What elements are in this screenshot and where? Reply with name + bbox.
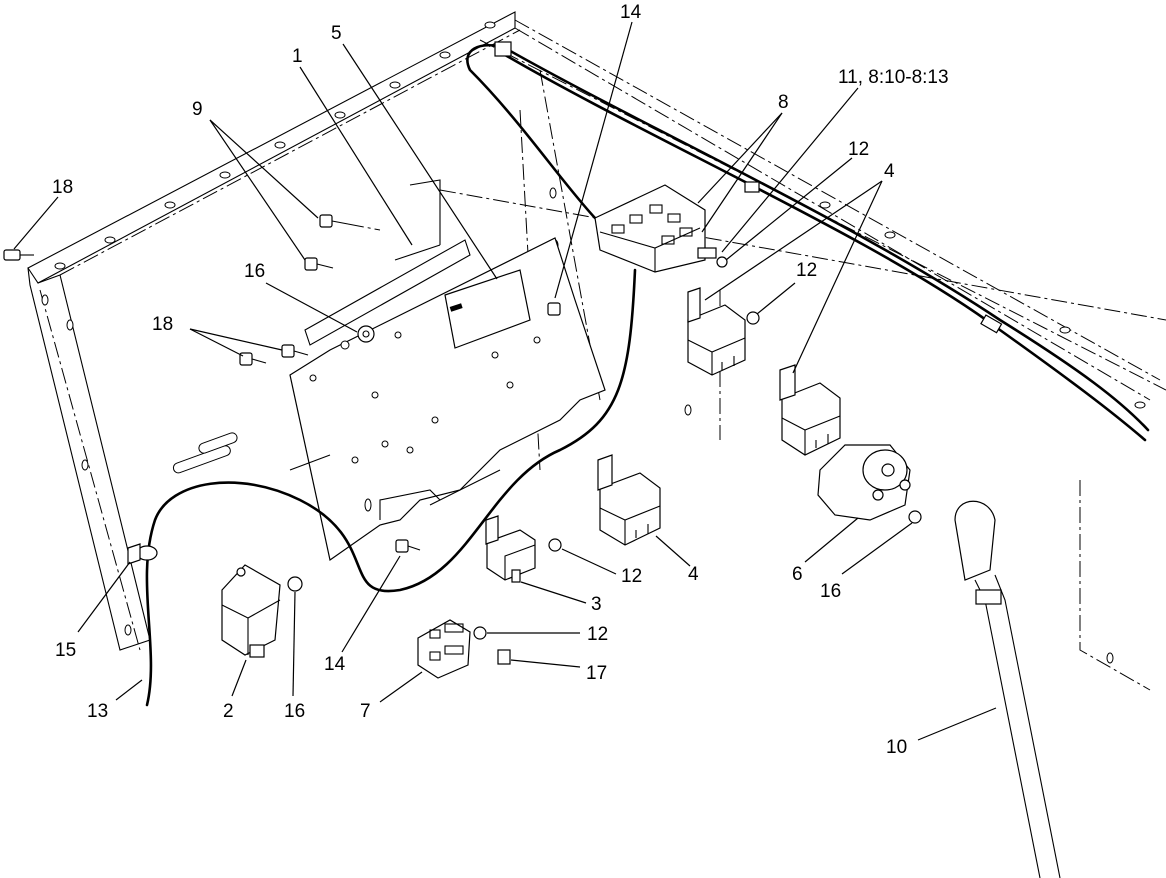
svg-text:18: 18: [52, 177, 73, 198]
callout-14-top: 14: [554, 2, 642, 299]
clip-15: [127, 543, 141, 565]
svg-text:6: 6: [792, 564, 803, 585]
svg-text:14: 14: [324, 654, 346, 675]
svg-text:9: 9: [192, 99, 203, 120]
callouts: 1 5 9 18 16 18 14: [13, 2, 997, 758]
svg-text:14: 14: [620, 2, 642, 23]
left-frame-panel: [27, 11, 1161, 651]
screw-18-top: [3, 249, 34, 261]
fasteners: [3, 214, 760, 592]
callout-18-top: 18: [13, 177, 73, 250]
callout-10: 10: [886, 707, 997, 758]
svg-text:2: 2: [223, 701, 234, 722]
relay-middle: [779, 364, 841, 456]
callout-15: 15: [55, 561, 131, 661]
svg-text:7: 7: [360, 701, 371, 722]
relay-upper: [687, 287, 746, 376]
mounting-plate: [289, 179, 606, 562]
connector-block: [594, 184, 728, 273]
screw-14-bottom: [395, 539, 421, 553]
callout-13: 13: [87, 679, 143, 722]
decal: [444, 269, 531, 349]
callout-14-bottom: 14: [324, 555, 401, 675]
nut-12-right: [746, 311, 760, 325]
svg-text:12: 12: [796, 260, 817, 281]
callout-17: 17: [510, 659, 607, 684]
callout-1: 1: [292, 46, 413, 246]
screw-18-left-a: [239, 352, 267, 366]
nut-16-top: [357, 325, 375, 343]
svg-text:10: 10: [886, 737, 907, 758]
screw-18-left-b: [281, 344, 309, 358]
callout-16-right: 16: [820, 522, 913, 602]
callout-4-top: 4: [704, 161, 895, 374]
svg-text:8: 8: [778, 92, 789, 113]
callout-6: 6: [792, 517, 859, 585]
svg-text:12: 12: [848, 139, 869, 160]
svg-text:4: 4: [884, 161, 895, 182]
svg-text:12: 12: [621, 566, 642, 587]
svg-text:12: 12: [587, 624, 608, 645]
callout-12-lower: 12: [561, 548, 642, 587]
svg-text:16: 16: [284, 701, 305, 722]
callout-12-right: 12: [756, 260, 817, 315]
screw-14-top: [547, 302, 561, 316]
screw-9-lower: [304, 257, 334, 271]
svg-text:17: 17: [586, 663, 607, 684]
callout-11: 11, 8:10-8:13: [721, 67, 949, 253]
callout-8: 8: [697, 92, 789, 233]
callout-12-top: 12: [725, 139, 869, 261]
callout-16-top: 16: [244, 261, 358, 333]
callout-2: 2: [223, 659, 247, 722]
svg-text:1: 1: [292, 46, 303, 67]
frame-holes: [41, 21, 496, 636]
relay-lower: [597, 454, 661, 546]
solenoid: [817, 444, 922, 524]
small-relay: [485, 515, 536, 583]
svg-text:11, 8:10-8:13: 11, 8:10-8:13: [838, 67, 949, 88]
fuse-block: [417, 619, 511, 679]
svg-text:5: 5: [331, 23, 342, 44]
svg-text:4: 4: [688, 564, 699, 585]
callout-12-bottom: 12: [487, 624, 608, 645]
svg-text:15: 15: [55, 640, 76, 661]
svg-text:13: 13: [87, 701, 108, 722]
callout-4-lower: 4: [655, 535, 699, 585]
svg-text:16: 16: [244, 261, 265, 282]
screw-9-upper: [319, 214, 381, 231]
callout-9: 9: [192, 99, 319, 261]
svg-text:16: 16: [820, 581, 841, 602]
callout-3: 3: [520, 581, 602, 615]
callout-18-left: 18: [152, 314, 283, 357]
svg-text:3: 3: [591, 594, 602, 615]
svg-text:18: 18: [152, 314, 173, 335]
controller-module: [221, 564, 281, 658]
nut-12-lower: [548, 538, 562, 552]
callout-16-left: 16: [284, 591, 305, 722]
callout-7: 7: [360, 671, 423, 722]
callout-5: 5: [331, 23, 498, 280]
battery-cable: [954, 500, 1061, 878]
nut-16-left: [287, 576, 303, 592]
wiring-harness: [136, 41, 1150, 707]
